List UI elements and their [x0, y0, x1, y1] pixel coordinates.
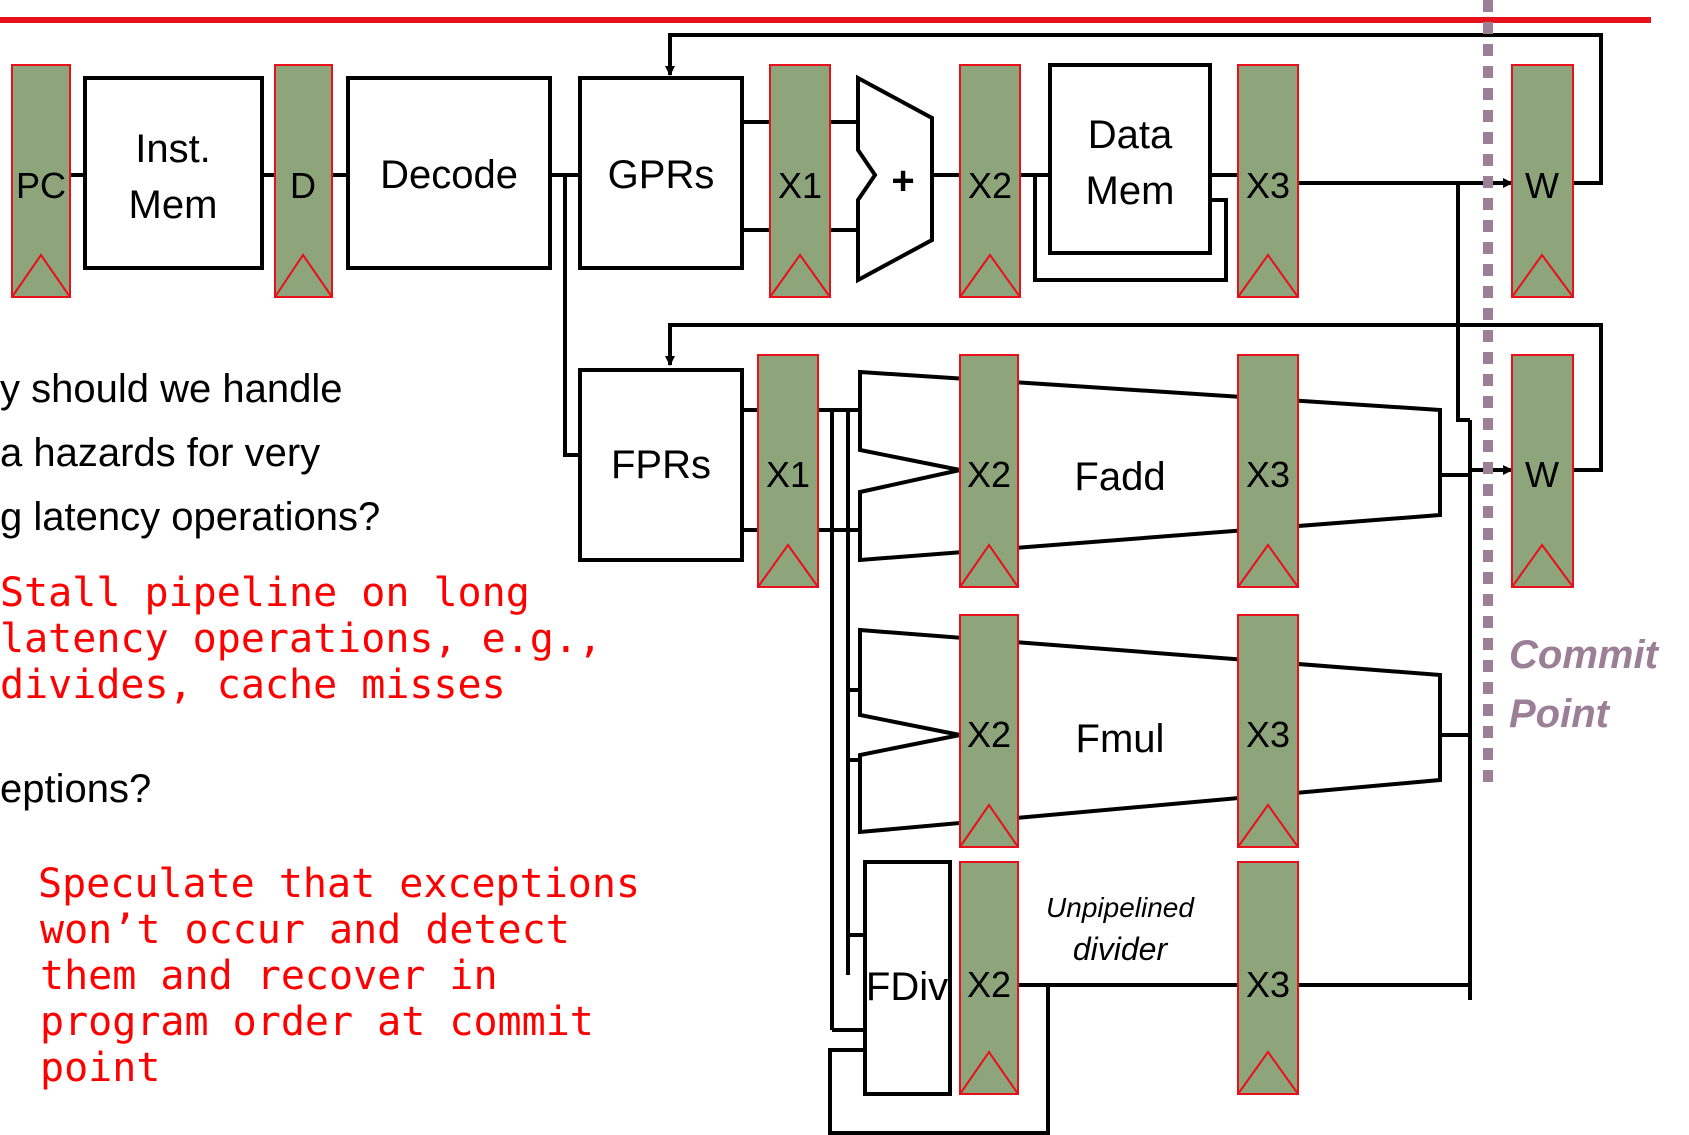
question-text-1: y should we handle a hazards for very g …	[0, 367, 380, 539]
data-mem-label-2: Mem	[1086, 169, 1175, 213]
fdiv-unit: FDiv	[863, 860, 952, 1096]
reg-x3-fadd: X3	[1237, 354, 1299, 588]
data-mem-block: Data Mem	[1048, 63, 1212, 255]
inst-mem-block: Inst. Mem	[83, 76, 264, 270]
reg-x2-fadd: X2	[959, 354, 1019, 588]
fadd-unit: Fadd	[858, 369, 1442, 563]
answer2-line2: won’t occur and detect	[40, 907, 570, 953]
fprs-block: FPRs	[578, 368, 744, 562]
reg-x3-int: X3	[1237, 64, 1299, 298]
question1-line1: y should we handle	[0, 367, 342, 411]
unpipelined-note-2: divider	[1073, 931, 1169, 967]
answer-text-1: Stall pipeline on long latency operation…	[0, 570, 602, 708]
decode-label: Decode	[380, 153, 518, 197]
reg-x1-fp-label: X1	[766, 454, 810, 495]
reg-x2-fdiv-label: X2	[967, 964, 1011, 1005]
reg-d: D	[274, 64, 333, 298]
reg-x3-fdiv-label: X3	[1246, 964, 1290, 1005]
unpipelined-note-1: Unpipelined	[1046, 892, 1195, 923]
reg-x3-fdiv: X3	[1237, 861, 1299, 1095]
reg-x3-fmul: X3	[1237, 614, 1299, 848]
reg-w-fp: W	[1511, 354, 1574, 588]
answer2-line1: Speculate that exceptions	[38, 861, 640, 907]
alu-adder: +	[856, 74, 934, 284]
reg-x1-fp: X1	[757, 354, 819, 588]
answer2-line3: them and recover in	[40, 953, 498, 999]
reg-pc: PC	[11, 64, 71, 298]
reg-x1-int-label: X1	[778, 165, 822, 206]
answer1-line1: Stall pipeline on long	[0, 570, 530, 616]
reg-x2-int-label: X2	[968, 165, 1012, 206]
reg-w-fp-label: W	[1525, 454, 1559, 495]
reg-x3-int-label: X3	[1246, 165, 1290, 206]
data-mem-label-1: Data	[1088, 113, 1173, 157]
reg-d-label: D	[290, 165, 316, 206]
reg-pc-label: PC	[16, 165, 66, 206]
fadd-label: Fadd	[1074, 455, 1165, 499]
reg-x2-fdiv: X2	[959, 861, 1019, 1095]
answer1-line2: latency operations, e.g.,	[0, 616, 602, 662]
question1-line2: a hazards for very	[0, 431, 320, 475]
inst-mem-label-2: Mem	[129, 183, 218, 227]
answer-text-2: Speculate that exceptions won’t occur an…	[38, 861, 640, 1091]
reg-x2-fmul: X2	[959, 614, 1019, 848]
reg-x2-int: X2	[959, 64, 1021, 298]
answer2-line5: point	[40, 1045, 160, 1091]
inst-mem-label-1: Inst.	[135, 127, 211, 171]
commit-label-1: Commit	[1509, 633, 1660, 677]
reg-w-int-label: W	[1525, 165, 1559, 206]
fmul-label: Fmul	[1076, 717, 1165, 761]
fdiv-label: FDiv	[866, 965, 948, 1009]
fprs-label: FPRs	[611, 443, 711, 487]
question1-line3: g latency operations?	[0, 495, 380, 539]
reg-x3-fadd-label: X3	[1246, 454, 1290, 495]
answer2-line4: program order at commit	[40, 999, 594, 1045]
gprs-label: GPRs	[608, 153, 715, 197]
reg-x1-int: X1	[769, 64, 831, 298]
commit-label-2: Point	[1509, 692, 1611, 736]
answer1-line3: divides, cache misses	[0, 662, 506, 708]
reg-x2-fmul-label: X2	[967, 714, 1011, 755]
reg-x3-fmul-label: X3	[1246, 714, 1290, 755]
question-text-2: eptions?	[0, 767, 151, 811]
reg-w-int: W	[1511, 64, 1574, 298]
reg-x2-fadd-label: X2	[967, 454, 1011, 495]
adder-symbol: +	[891, 159, 914, 203]
decode-block: Decode	[346, 76, 552, 270]
gprs-block: GPRs	[578, 76, 744, 270]
fmul-unit: Fmul	[858, 627, 1442, 835]
